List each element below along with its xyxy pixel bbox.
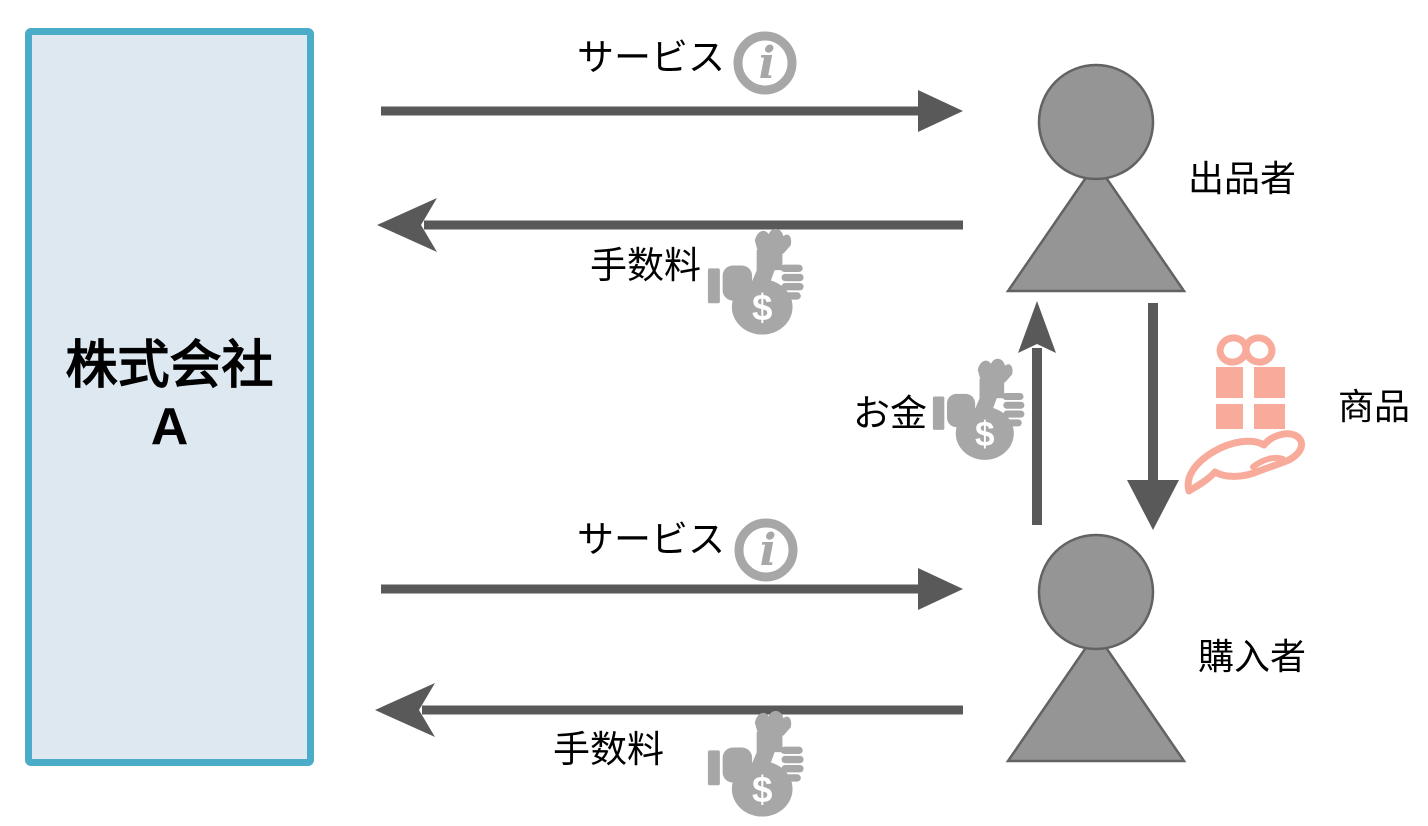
service-top-label: サービス: [577, 37, 725, 78]
info-icon: [738, 36, 792, 90]
arrow-service-to-buyer: [381, 568, 963, 610]
money-label: お金: [853, 393, 927, 434]
gift-in-hand-icon: [1184, 334, 1306, 495]
company-a-box: 株式会社 A: [25, 28, 314, 766]
fee-bottom-label: 手数料: [553, 729, 664, 770]
company-name-line2: A: [150, 398, 189, 456]
service-bottom-label: サービス: [577, 519, 725, 560]
buyer-figure: [1005, 533, 1187, 763]
fee-top-label: 手数料: [590, 245, 701, 286]
arrow-fee-from-buyer: [375, 683, 963, 737]
info-icon: [739, 523, 793, 577]
arrow-goods-down: [1127, 303, 1179, 530]
company-name-line1: 株式会社: [65, 336, 274, 395]
arrow-service-to-seller: [381, 90, 963, 132]
goods-label: 商品: [1338, 386, 1411, 427]
seller-label: 出品者: [1188, 158, 1297, 199]
arrow-fee-from-seller: [377, 198, 963, 252]
buyer-label: 購入者: [1198, 636, 1307, 677]
seller-figure: [1005, 63, 1187, 293]
money-bag-icon: [932, 358, 1025, 460]
money-bag-icon: [707, 228, 804, 335]
money-bag-icon: [707, 710, 804, 817]
arrow-money-up: [1018, 301, 1056, 525]
